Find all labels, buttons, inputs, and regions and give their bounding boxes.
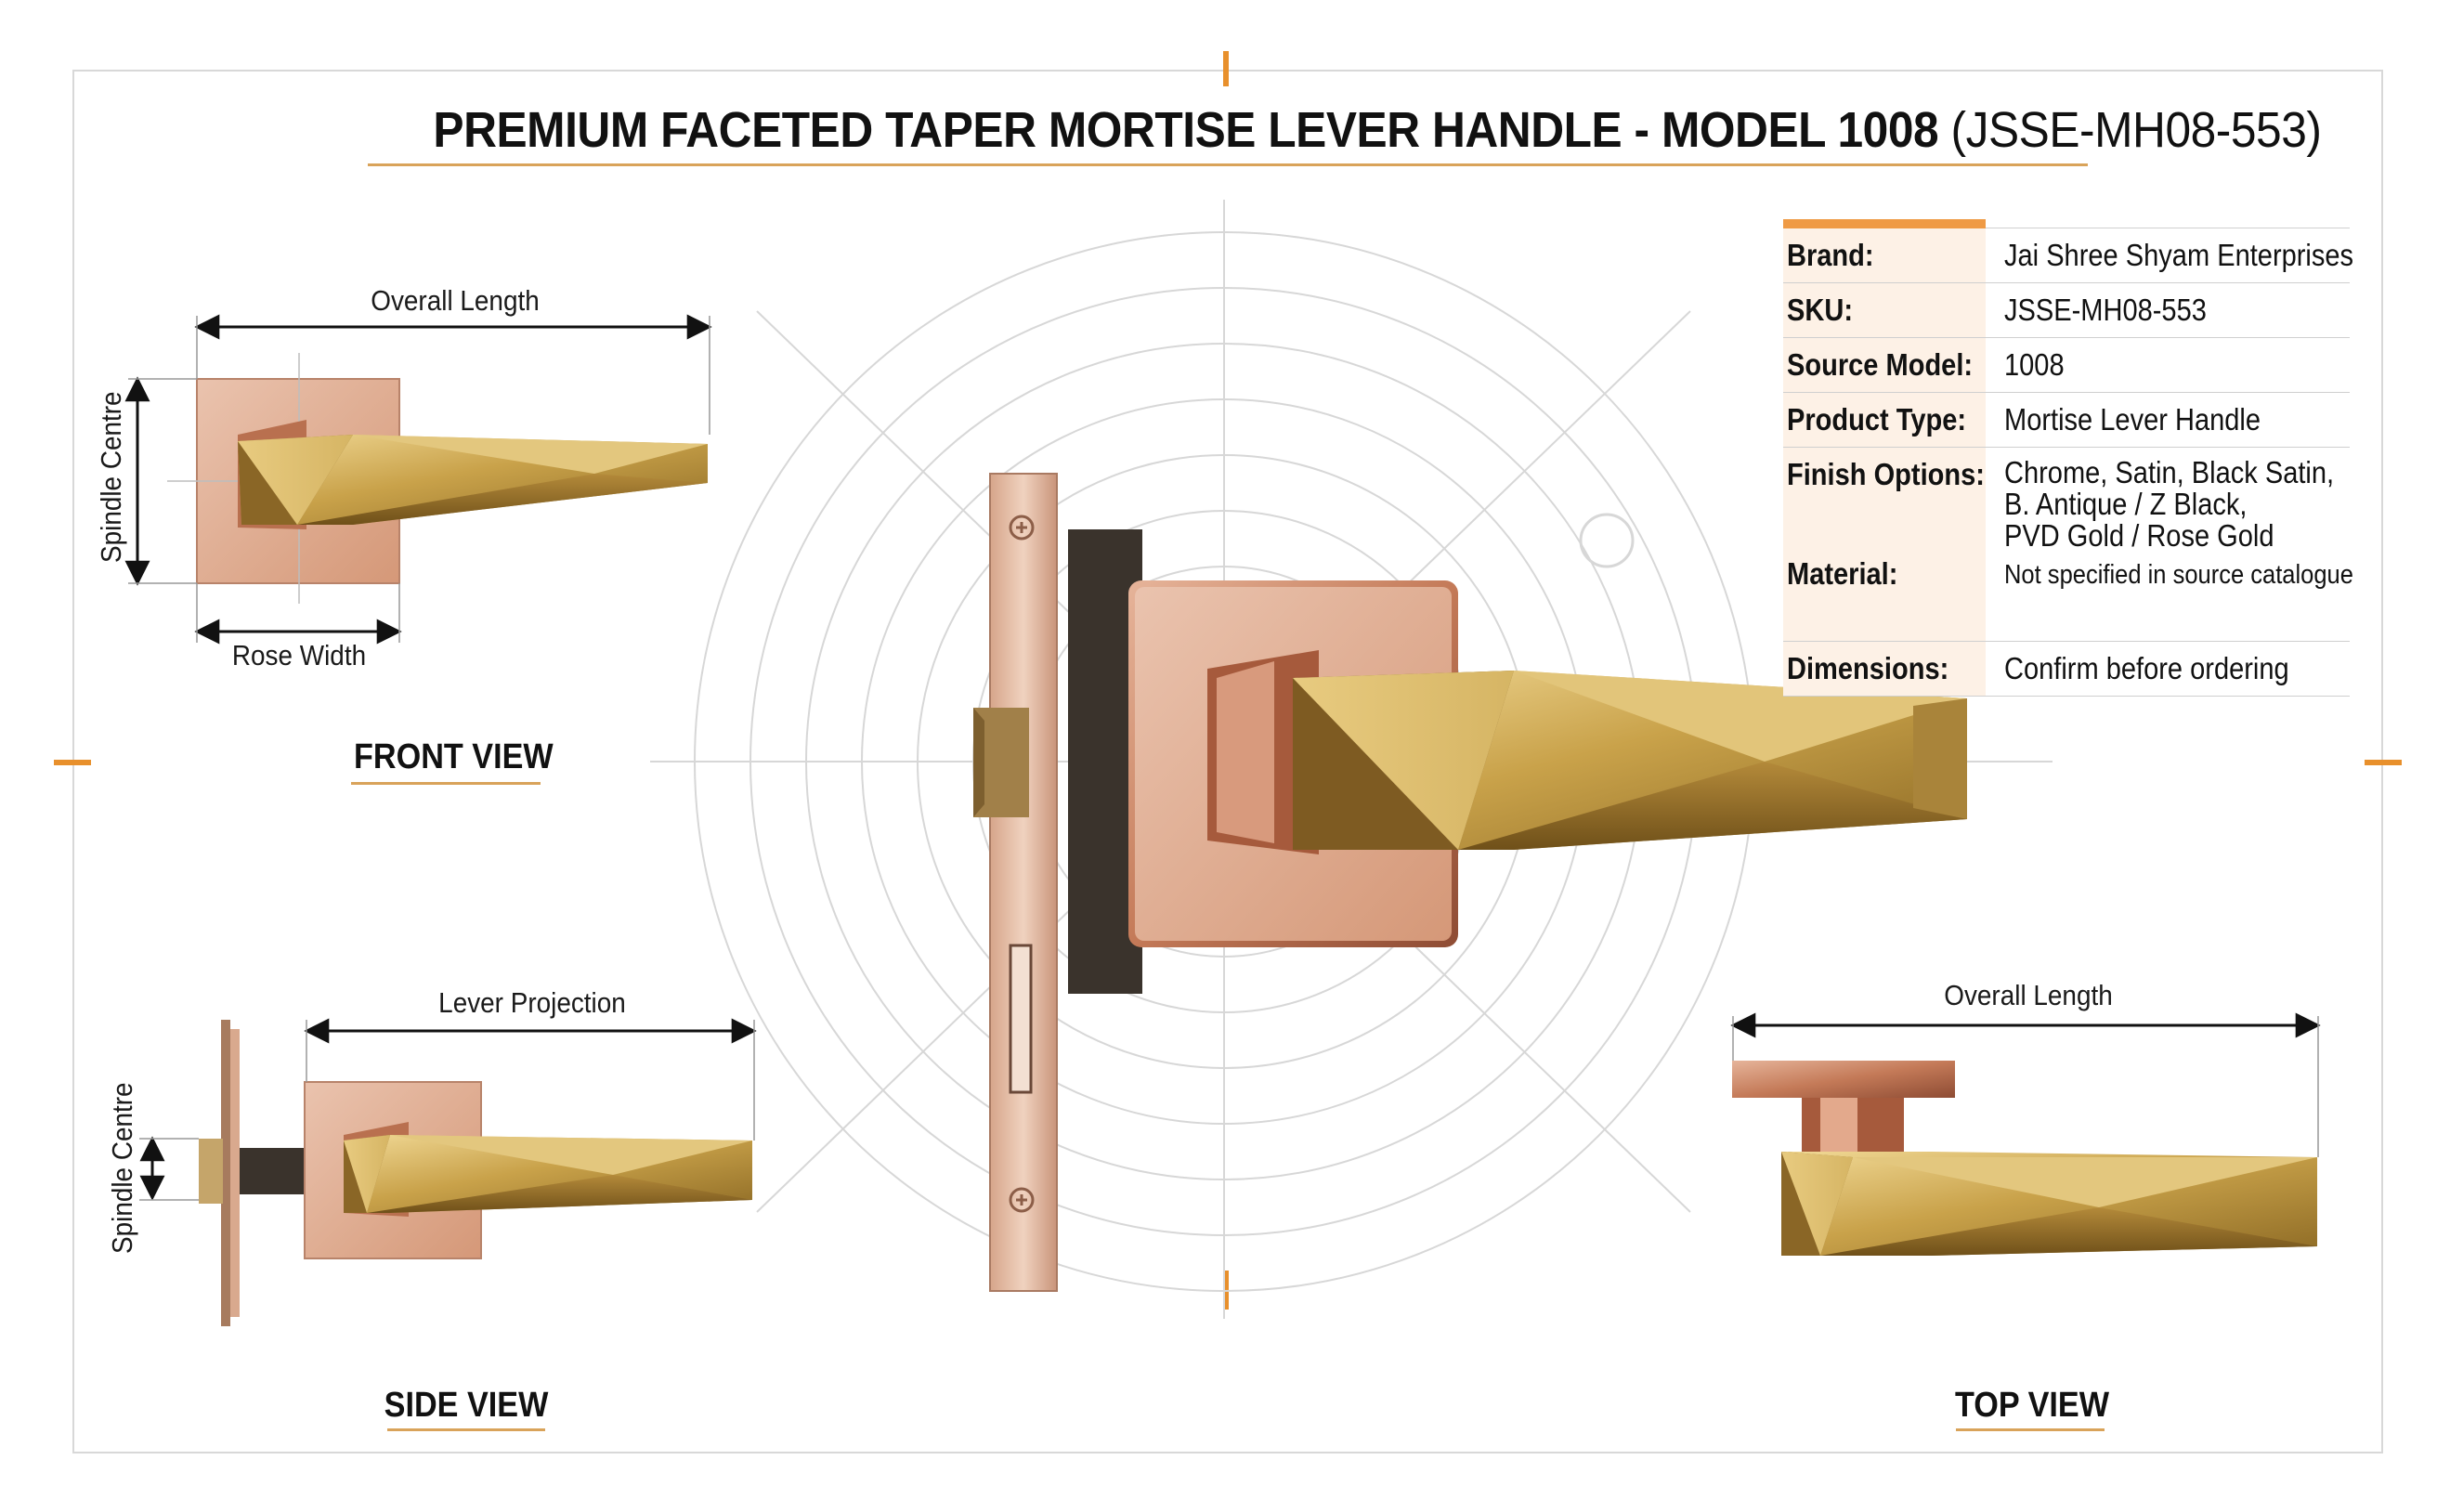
front-view-drawing	[124, 314, 712, 645]
spec-value: Mortise Lever Handle	[2004, 402, 2261, 437]
top-view-title: TOP VIEW	[1955, 1386, 2109, 1425]
spec-value: Jai Shree Shyam Enterprises	[2004, 238, 2354, 272]
page-title: PREMIUM FACETED TAPER MORTISE LEVER HAND…	[433, 93, 2322, 167]
spec-key: Finish Options:	[1787, 457, 1985, 491]
spec-value-line-3: PVD Gold / Rose Gold	[2004, 518, 2274, 553]
front-view-underline	[351, 782, 541, 785]
spec-key: Source Model:	[1787, 347, 1974, 382]
front-rose-width-label: Rose Width	[231, 639, 367, 671]
title-model-code: (JSSE-MH08-553)	[1950, 102, 2322, 158]
front-spindle-centre-label: Spindle Centre	[95, 391, 127, 563]
spec-key: Product Type:	[1787, 402, 1967, 437]
side-view-title: SIDE VIEW	[384, 1386, 549, 1425]
spec-row-product-type: Product Type: Mortise Lever Handle	[1783, 393, 2350, 448]
spec-row-sku: SKU: JSSE-MH08-553	[1783, 283, 2350, 338]
spec-key: Material:	[1787, 556, 1898, 591]
side-view-drawing	[139, 1018, 757, 1326]
spec-key: Dimensions:	[1787, 651, 1949, 685]
spec-key: Brand:	[1787, 238, 1874, 272]
front-view-title: FRONT VIEW	[354, 737, 554, 776]
spec-row-dimensions: Dimensions: Confirm before ordering	[1783, 642, 2350, 697]
top-center-tick	[1223, 51, 1229, 86]
title-main: PREMIUM FACETED TAPER MORTISE LEVER HAND…	[433, 102, 1939, 158]
spec-value-line-1: Chrome, Satin, Black Satin,	[2004, 455, 2335, 489]
spec-value: 1008	[2004, 347, 2065, 382]
top-view-underline	[1956, 1428, 2105, 1431]
side-spindle-centre-label: Spindle Centre	[106, 1082, 138, 1254]
spec-row-source-model: Source Model: 1008	[1783, 338, 2350, 393]
front-overall-length-label: Overall Length	[371, 284, 540, 317]
spec-table-accent	[1783, 219, 1986, 228]
spec-value: Confirm before ordering	[2004, 651, 2289, 685]
spec-value-line-2: B. Antique / Z Black,	[2004, 487, 2248, 521]
spec-value: Not specified in source catalogue	[2004, 560, 2353, 590]
main-lever-handle	[973, 473, 1967, 1292]
title-underline	[368, 163, 2088, 166]
right-center-tick	[2365, 760, 2402, 765]
spec-row-brand: Brand: Jai Shree Shyam Enterprises	[1783, 228, 2354, 283]
left-center-tick	[54, 760, 91, 765]
side-lever-projection-label: Lever Projection	[438, 986, 626, 1019]
spec-value: JSSE-MH08-553	[2004, 293, 2207, 327]
side-view-underline	[387, 1428, 545, 1431]
top-view-drawing	[1730, 1012, 2321, 1256]
spec-row-finish-material: Finish Options: Chrome, Satin, Black Sat…	[1783, 448, 2353, 642]
top-overall-length-label: Overall Length	[1944, 979, 2113, 1011]
spec-key: SKU:	[1787, 293, 1853, 327]
